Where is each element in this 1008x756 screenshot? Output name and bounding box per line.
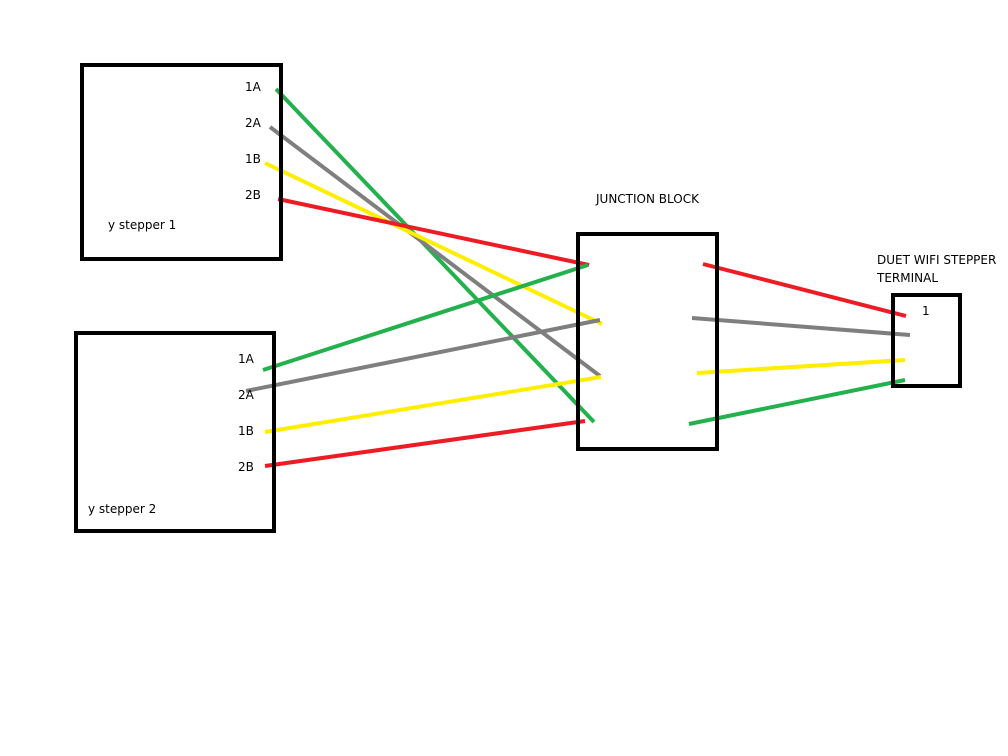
junction-block-box xyxy=(576,232,719,451)
stepper-2-pin-1b-label: 1B xyxy=(238,424,254,438)
wire-s2-2b-to-jb xyxy=(264,419,586,468)
wire-s1-1a-to-jb xyxy=(274,87,596,424)
wire-jb-to-duet-yellow xyxy=(696,358,906,375)
stepper-1-name: y stepper 1 xyxy=(108,218,177,232)
duet-terminal-box xyxy=(891,293,962,388)
stepper-2-pin-2b-label: 2B xyxy=(238,460,254,474)
stepper-1-pin-2b-label: 2B xyxy=(245,188,261,202)
wire-s1-2a-to-jb xyxy=(268,125,602,378)
wire-jb-to-duet-red xyxy=(702,262,907,318)
duet-terminal-pin-label: 1 xyxy=(922,304,930,318)
junction-block-title: JUNCTION BLOCK xyxy=(596,192,699,206)
wire-jb-to-duet-green xyxy=(688,378,906,426)
stepper-1-pin-1a-label: 1A xyxy=(245,80,261,94)
wire-s2-1b-to-jb xyxy=(264,375,602,434)
stepper-2-pin-1a-label: 1A xyxy=(238,352,254,366)
stepper-2-pin-2a-label: 2A xyxy=(238,388,254,402)
stepper-1-box xyxy=(80,63,283,261)
wire-s2-2a-to-jb xyxy=(245,318,601,393)
wire-s1-1b-to-jb xyxy=(264,161,603,326)
stepper-2-box xyxy=(74,331,276,533)
stepper-2-name: y stepper 2 xyxy=(88,502,157,516)
wires-group xyxy=(245,87,911,468)
duet-terminal-title-line1: DUET WIFI STEPPER xyxy=(877,253,997,267)
stepper-1-pin-1b-label: 1B xyxy=(245,152,261,166)
wire-jb-to-duet-gray xyxy=(691,316,911,337)
duet-terminal-title-line2: TERMINAL xyxy=(877,271,939,285)
stepper-1-pin-2a-label: 2A xyxy=(245,116,261,130)
wire-s1-2b-to-jb xyxy=(277,197,590,267)
wire-s2-1a-to-jb xyxy=(262,263,589,372)
